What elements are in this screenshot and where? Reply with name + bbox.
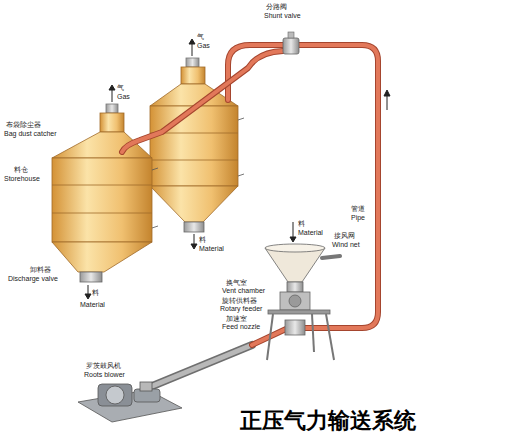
arrow-head <box>85 294 91 299</box>
blower-casing <box>98 384 132 406</box>
diagram-title: 正压气力输送系统 <box>240 408 416 434</box>
arrow-head <box>384 90 390 96</box>
pipe <box>122 51 283 152</box>
part-label: Vent chamber <box>222 287 265 295</box>
silo-band <box>150 160 238 161</box>
part-label: 料仓 <box>14 166 28 174</box>
arrow-head <box>290 237 296 242</box>
silo-port <box>238 118 244 120</box>
part-label: 旋转供料器 <box>222 297 257 305</box>
flow-arrow <box>293 222 294 238</box>
feed-nozzle <box>285 320 305 335</box>
pipeline <box>122 45 378 387</box>
silo-cone <box>150 186 238 222</box>
part-label: Discharge valve <box>8 275 58 283</box>
part-label: 料 <box>298 220 305 228</box>
part-label: Rotary feeder <box>220 305 262 313</box>
arrow-head <box>189 39 195 44</box>
blower-outlet <box>140 382 152 391</box>
rotary-feeder <box>280 292 310 310</box>
rotor <box>289 295 301 307</box>
pipe <box>299 45 378 328</box>
silo-knob <box>106 104 118 113</box>
part-label: Bag dust catcher <box>4 130 57 138</box>
flow-arrow <box>192 43 193 56</box>
part-label: Material <box>80 301 105 309</box>
roots-blower <box>78 382 182 422</box>
part-label: 料 <box>92 289 99 297</box>
blower-pipe <box>150 345 252 387</box>
part-label: Pipe <box>351 214 365 222</box>
part-label: 接风网 <box>334 232 355 240</box>
part-label: 料 <box>199 236 206 244</box>
silo-knob <box>186 58 199 67</box>
dust-catcher <box>100 113 124 132</box>
valve-body <box>283 38 299 54</box>
part-label: Wind net <box>332 241 360 249</box>
pipe <box>299 45 378 328</box>
vent-chamber <box>287 282 303 292</box>
frame-leg <box>312 314 314 352</box>
part-label: 换气室 <box>226 279 247 287</box>
valve-handle <box>288 32 294 38</box>
pipe <box>122 51 283 152</box>
flow-arrow <box>194 234 195 245</box>
silo-port <box>152 168 158 170</box>
silo-port <box>152 226 158 228</box>
part-label: 分路阀 <box>266 3 287 11</box>
discharge-valve <box>184 222 204 232</box>
flow-arrow <box>387 95 388 110</box>
wind-net-pipe <box>322 256 340 258</box>
part-label: Roots blower <box>84 371 125 379</box>
flow-arrows <box>85 39 390 299</box>
part-label: Storehouse <box>4 175 40 183</box>
silo-port <box>238 174 244 176</box>
part-label: Gas <box>197 42 210 50</box>
silo-body <box>52 158 152 242</box>
shunt-valve <box>283 32 299 54</box>
silo-band <box>52 185 152 186</box>
arrow-head <box>109 85 115 90</box>
silo-roof <box>52 132 152 158</box>
rotary-feeder-assembly <box>265 244 334 360</box>
discharge-valve <box>80 272 102 282</box>
frame-leg <box>326 314 334 360</box>
silo-cone <box>52 242 152 272</box>
flow-arrow <box>112 89 113 102</box>
blower-pipe <box>150 345 252 387</box>
left-silo <box>52 104 158 282</box>
blower-rotor <box>106 386 124 404</box>
dust-catcher <box>181 67 205 84</box>
hopper <box>265 248 325 282</box>
part-label: 气 <box>197 33 204 41</box>
hopper-rim <box>265 244 325 252</box>
arrow-head <box>191 244 197 249</box>
part-label: 加速室 <box>226 315 247 323</box>
frame-leg <box>267 314 273 360</box>
part-label: 卸料器 <box>30 266 51 274</box>
part-label: Material <box>298 229 323 237</box>
silo-body <box>150 106 238 186</box>
part-label: 布袋除尘器 <box>6 121 41 129</box>
part-label: 管道 <box>351 205 365 213</box>
part-label: 罗茨鼓风机 <box>86 362 121 370</box>
part-label: Gas <box>117 93 130 101</box>
part-label: 气 <box>117 84 124 92</box>
frame <box>268 310 330 314</box>
part-label: Feed nozzle <box>222 323 260 331</box>
part-label: Shunt valve <box>264 12 301 20</box>
part-label: Material <box>199 245 224 253</box>
silo-band <box>52 213 152 214</box>
